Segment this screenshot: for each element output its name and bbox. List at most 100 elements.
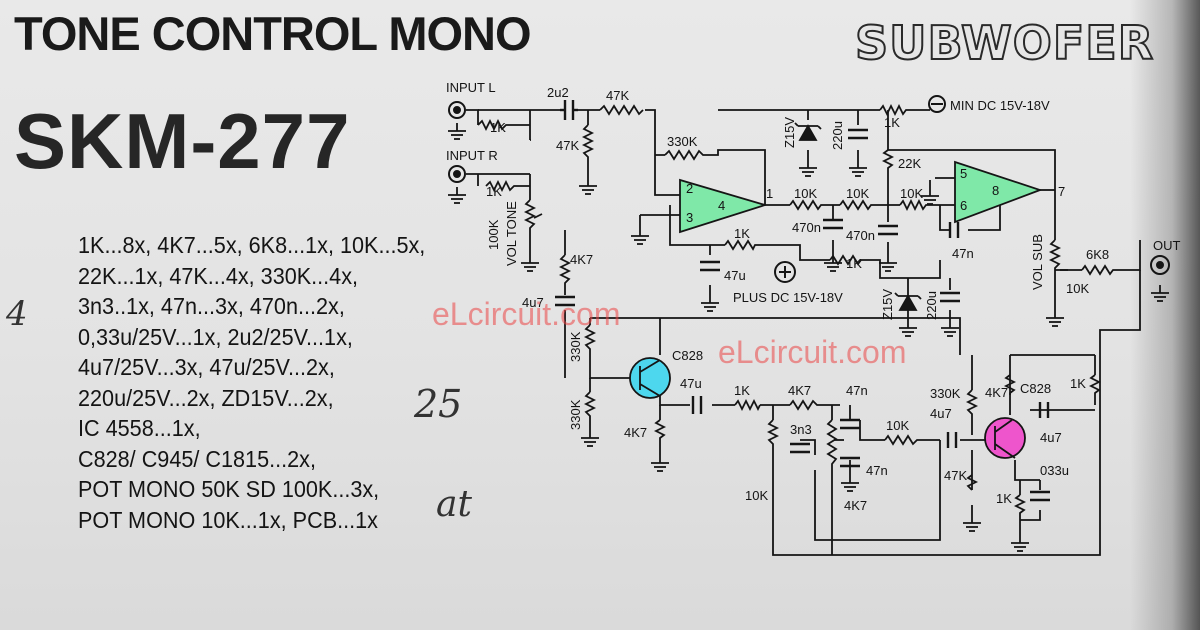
pot-vol-tone	[523, 199, 537, 255]
terminals	[448, 95, 1170, 283]
label-r10k-c: 10K	[900, 186, 923, 201]
label-r10k-a: 10K	[794, 186, 817, 201]
label-plus-dc: PLUS DC 15V-18V	[733, 290, 843, 305]
label-c4u7-c: 4u7	[1040, 430, 1062, 445]
pot-tone-10k	[766, 419, 780, 450]
svg-text:6: 6	[960, 198, 967, 213]
transistor-q1	[629, 357, 671, 399]
resistor-22k	[881, 149, 895, 170]
resistor-6k8	[1081, 264, 1118, 276]
resistor-1k-plus	[829, 254, 866, 266]
resistor-1k-right	[1088, 374, 1102, 395]
label-r330k-b2: 330K	[568, 399, 583, 430]
input-r-jack	[448, 165, 466, 183]
label-vol-tone: VOL TONE	[504, 201, 519, 266]
resistor-10k-a	[789, 199, 825, 211]
label-r1k-right: 1K	[1070, 376, 1086, 391]
label-r47k-a: 47K	[606, 88, 629, 103]
svg-text:7: 7	[1058, 184, 1065, 199]
watermark: eLcircuit.com	[718, 334, 907, 370]
label-c47u-b: 47u	[680, 376, 702, 391]
resistor-330k-b1	[583, 324, 597, 350]
label-zener1: Z15V	[782, 117, 797, 148]
svg-text:1: 1	[766, 186, 773, 201]
label-r4k7-e1: 4K7	[624, 425, 647, 440]
resistor-in-r	[485, 179, 530, 193]
paper-edge-shadow	[1130, 0, 1200, 630]
label-c220u-1: 220u	[830, 121, 845, 150]
label-c470n-b: 470n	[846, 228, 875, 243]
parts-list-item: 0,33u/25V...1x, 2u2/25V...1x,	[78, 323, 353, 350]
label-r10k-b: 10K	[846, 186, 869, 201]
label-c47u-a: 47u	[724, 268, 746, 283]
svg-text:3: 3	[686, 210, 693, 225]
parts-list-item: 1K...8x, 4K7...5x, 6K8...1x, 10K...5x,	[78, 232, 426, 258]
label-c4u7-b: 4u7	[930, 406, 952, 421]
label-vol-tone-value: 100K	[486, 219, 501, 250]
parts-list-item: POT MONO 50K SD 100K...3x,	[78, 476, 380, 502]
resistor-330k-fb	[664, 149, 705, 161]
label-r6k8: 6K8	[1086, 247, 1109, 262]
resistor-1k-min	[879, 103, 910, 117]
potentiometers	[523, 199, 1068, 470]
resistor-1k-e2	[1013, 494, 1027, 520]
resistor-330k-q2	[965, 389, 979, 420]
label-r10k-tone: 10K	[886, 418, 909, 433]
subtitle-subwoofer: SUBWOFER	[854, 15, 1155, 71]
resistor-1k-mid	[724, 239, 760, 251]
resistor-4k7-tone	[789, 399, 820, 411]
label-r1k-plus: 1K	[846, 256, 862, 271]
label-vol-sub: VOL SUB	[1030, 234, 1045, 290]
resistor-330k-b2	[583, 391, 597, 420]
handwritten-note-at: at	[436, 484, 472, 525]
resistor-10k-tone	[884, 434, 920, 446]
resistor-10k-b	[839, 199, 875, 211]
label-vol-sub-value: 10K	[1066, 281, 1089, 296]
label-r1k-mid: 1K	[734, 226, 750, 241]
zener-diodes	[794, 122, 922, 320]
resistors	[477, 103, 1118, 520]
parts-list-item: 220u/25V...2x, ZD15V...2x,	[78, 384, 334, 411]
page-title: TONE CONTROL MONO	[14, 7, 532, 60]
plus-dc-terminal	[774, 261, 796, 283]
resistor-1k-tone	[734, 398, 761, 412]
label-r1k-e2: 1K	[996, 491, 1012, 506]
watermark: eLcircuit.com	[432, 296, 621, 332]
label-q1: C828	[672, 348, 703, 363]
label-q2: C828	[1020, 381, 1051, 396]
resistor-47k-b	[581, 124, 595, 160]
parts-list-item: 3n3..1x, 47n...3x, 470n...2x,	[78, 293, 345, 319]
parts-list-item: 22K...1x, 47K...4x, 330K...4x,	[78, 262, 359, 289]
label-zener2: Z15V	[880, 289, 895, 320]
pot-vol-sub	[1048, 239, 1062, 295]
resistor-in-l	[477, 118, 530, 132]
ic-pin-labels: 2 3 4 1 5 6 8 7	[686, 166, 1065, 225]
label-c3n3: 3n3	[790, 422, 812, 437]
resistor-47k-a	[599, 104, 644, 116]
pot-tone-4k7	[826, 419, 838, 470]
resistor-4k7-e1	[653, 419, 667, 440]
label-r4k7-c2: 4K7	[985, 385, 1008, 400]
label-r330k-q2: 330K	[930, 386, 961, 401]
label-r22k: 22K	[898, 156, 921, 171]
out-jack	[1150, 255, 1170, 275]
svg-text:5: 5	[960, 166, 967, 181]
label-r10k-pot: 10K	[745, 488, 768, 503]
resistor-4k7-c2	[1003, 374, 1017, 395]
label-input-l: INPUT L	[446, 80, 496, 95]
label-r1k-tone: 1K	[734, 383, 750, 398]
label-c470n-a: 470n	[792, 220, 821, 235]
label-r330k-b1: 330K	[568, 331, 583, 362]
label-c47n-a: 47n	[952, 246, 974, 261]
label-r47k-b: 47K	[556, 138, 579, 153]
label-c-in: 2u2	[547, 85, 569, 100]
parts-list-item: C828/ C945/ C1815...2x,	[78, 445, 316, 472]
label-r-in-r: 1K	[486, 184, 502, 199]
label-r47k-q2: 47K	[944, 468, 967, 483]
label-r4k7-pot: 4K7	[844, 498, 867, 513]
svg-text:2: 2	[686, 181, 693, 196]
label-c4u7-a: 4u7	[522, 295, 544, 310]
parts-list-item: 4u7/25V...3x, 47u/25V...2x,	[78, 354, 335, 380]
handwritten-note-25: 25	[414, 382, 463, 426]
